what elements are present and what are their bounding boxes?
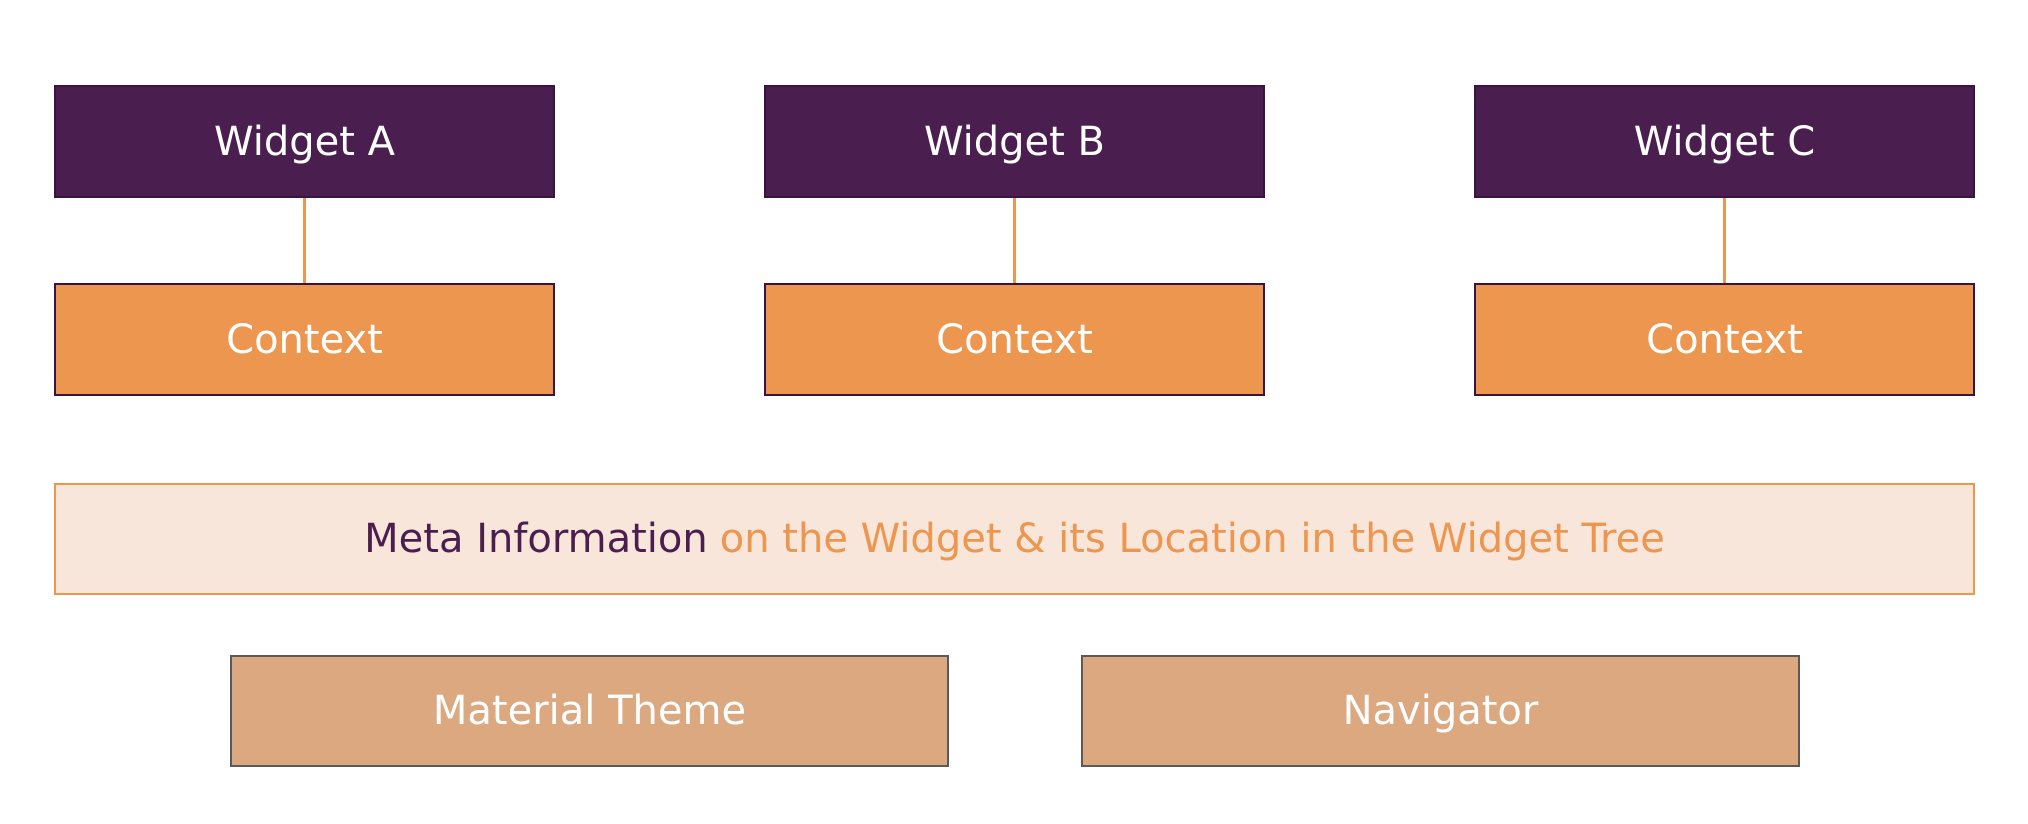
context-c-label: Context [1646, 316, 1803, 363]
widget-b-context-connector [1013, 198, 1016, 283]
navigator-box: Navigator [1081, 655, 1800, 767]
widget-a-box: Widget A [54, 85, 555, 198]
context-b-label: Context [936, 316, 1093, 363]
navigator-label: Navigator [1342, 688, 1539, 734]
context-c-box: Context [1474, 283, 1975, 396]
material-theme-label: Material Theme [432, 688, 747, 734]
widget-b-label: Widget B [923, 118, 1105, 165]
meta-information-lead: Meta Information [364, 516, 708, 562]
context-b-box: Context [764, 283, 1265, 396]
meta-information-detail: on the Widget & its Location in the Widg… [719, 516, 1665, 562]
widget-a-context-connector [303, 198, 306, 283]
widget-c-context-connector [1723, 198, 1726, 283]
context-a-label: Context [226, 316, 383, 363]
material-theme-box: Material Theme [230, 655, 949, 767]
widget-a-label: Widget A [214, 118, 395, 165]
widget-c-box: Widget C [1474, 85, 1975, 198]
widget-b-box: Widget B [764, 85, 1265, 198]
widget-c-label: Widget C [1633, 118, 1816, 165]
context-a-box: Context [54, 283, 555, 396]
